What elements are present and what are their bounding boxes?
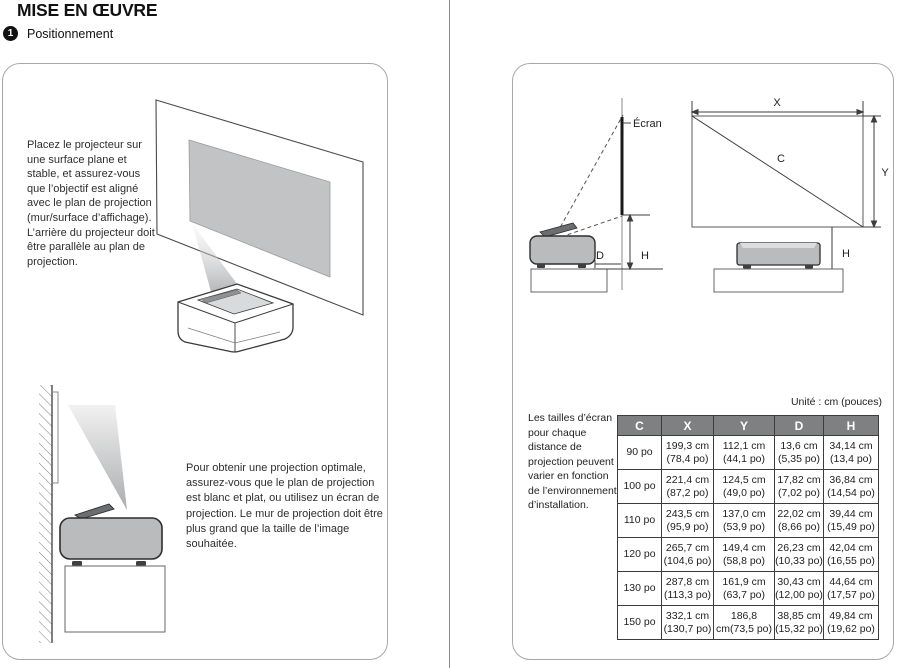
screen-label: Écran xyxy=(633,117,662,130)
stand xyxy=(530,268,608,293)
cell-diagonal: 120 po xyxy=(617,537,662,572)
table-row: 110 po 243,5 cm(95,9 po) 137,0 cm(53,9 p… xyxy=(617,503,879,538)
table-note: Les tailles d’écran pour chaque distance… xyxy=(528,412,617,511)
cell-height: 149,4 cm(58,8 po) xyxy=(713,537,775,572)
cell-width: 199,3 cm(78,4 po) xyxy=(661,435,714,470)
screen-rect xyxy=(691,115,864,228)
height-h-label: H xyxy=(641,250,649,262)
wall-projection-illustration xyxy=(155,99,364,353)
cell-offset: 42,04 cm(16,55 po) xyxy=(823,537,879,572)
table-row: 130 po 287,8 cm(113,3 po) 161,9 cm(63,7 … xyxy=(617,571,879,606)
projection-beam xyxy=(68,405,127,510)
cell-height: 161,9 cm(63,7 po) xyxy=(713,571,775,606)
cell-offset: 39,44 cm(15,49 po) xyxy=(823,503,879,538)
table-row: 90 po 199,3 cm(78,4 po) 112,1 cm(44,1 po… xyxy=(617,435,879,470)
stand xyxy=(713,268,844,293)
header-y: Y xyxy=(713,415,775,436)
side-view-diagram: Écran D H xyxy=(529,98,663,293)
screen-size-table-body: 90 po 199,3 cm(78,4 po) 112,1 cm(44,1 po… xyxy=(617,435,879,640)
header-c: C xyxy=(617,415,662,436)
cell-diagonal: 130 po xyxy=(617,571,662,606)
diagonal-c-label: C xyxy=(777,153,785,165)
placement-instructions: Placez le projecteur sur une surface pla… xyxy=(27,139,155,268)
unit-note: Unité : cm (pouces) xyxy=(790,396,882,408)
projector-front xyxy=(736,242,821,269)
cell-offset: 44,64 cm(17,57 po) xyxy=(823,571,879,606)
screen-plane xyxy=(620,98,631,290)
screen-bar xyxy=(620,117,624,215)
cell-distance: 26,23 cm(10,33 po) xyxy=(774,537,824,572)
table-row: 120 po 265,7 cm(104,6 po) 149,4 cm(58,8 … xyxy=(617,537,879,572)
cell-width: 265,7 cm(104,6 po) xyxy=(661,537,714,572)
cell-height: 112,1 cm(44,1 po) xyxy=(713,435,775,470)
projection-dashed-rays xyxy=(556,114,624,238)
cell-width: 287,8 cm(113,3 po) xyxy=(661,571,714,606)
step-label: Positionnement xyxy=(27,26,114,41)
cell-distance: 13,6 cm(5,35 po) xyxy=(774,435,824,470)
step-number-badge: 1 xyxy=(3,26,18,41)
distance-d-label: D xyxy=(596,250,604,262)
height-y-label: Y xyxy=(881,167,889,179)
cell-diagonal: 110 po xyxy=(617,503,662,538)
x-dimension xyxy=(690,101,865,117)
projected-image-area xyxy=(188,139,331,278)
screen-area-bracket xyxy=(52,391,59,484)
projection-beam xyxy=(192,223,240,299)
page-title: MISE EN ŒUVRE xyxy=(17,0,158,20)
front-view-diagram: X Y C H xyxy=(690,97,889,293)
diagonal-line xyxy=(691,115,864,228)
header-h: H xyxy=(823,415,879,436)
cell-width: 332,1 cm(130,7 po) xyxy=(661,605,714,640)
cell-height: 137,0 cm(53,9 po) xyxy=(713,503,775,538)
header-d: D xyxy=(774,415,824,436)
projector-side xyxy=(59,503,163,566)
cell-offset: 34,14 cm(13,4 po) xyxy=(823,435,879,470)
cell-offset: 36,84 cm(14,54 po) xyxy=(823,469,879,504)
cell-distance: 38,85 cm(15,32 po) xyxy=(774,605,824,640)
screen-size-table: C X Y D H 90 po 199,3 cm(78,4 po) 112,1 … xyxy=(617,415,879,640)
projector-side xyxy=(529,222,596,268)
table-header-row: C X Y D H xyxy=(617,415,879,436)
cell-diagonal: 150 po xyxy=(617,605,662,640)
mirror-flap xyxy=(539,222,578,238)
cell-width: 221,4 cm(87,2 po) xyxy=(661,469,714,504)
wall-hatched xyxy=(39,385,53,643)
offset-h-label: H xyxy=(842,248,850,260)
header-x: X xyxy=(661,415,714,436)
mirror-flap xyxy=(73,503,115,520)
dimension-lines xyxy=(593,213,663,271)
cell-diagonal: 90 po xyxy=(617,435,662,470)
wall-beam-illustration xyxy=(39,385,166,643)
y-dimension xyxy=(863,114,881,229)
width-x-label: X xyxy=(773,97,781,109)
cell-distance: 30,43 cm(12,00 po) xyxy=(774,571,824,606)
table-row: 100 po 221,4 cm(87,2 po) 124,5 cm(49,0 p… xyxy=(617,469,879,504)
projector-perspective xyxy=(177,283,294,353)
stand xyxy=(64,565,166,633)
cell-distance: 22,02 cm(8,66 po) xyxy=(774,503,824,538)
cell-distance: 17,82 cm(7,02 po) xyxy=(774,469,824,504)
page-divider xyxy=(449,0,450,668)
cell-width: 243,5 cm(95,9 po) xyxy=(661,503,714,538)
step-heading: 1 Positionnement xyxy=(3,26,113,41)
cell-offset: 49,84 cm(19,62 po) xyxy=(823,605,879,640)
cell-height: 124,5 cm(49,0 po) xyxy=(713,469,775,504)
projection-surface-instructions: Pour obtenir une projection optimale, as… xyxy=(186,462,383,551)
cell-diagonal: 100 po xyxy=(617,469,662,504)
